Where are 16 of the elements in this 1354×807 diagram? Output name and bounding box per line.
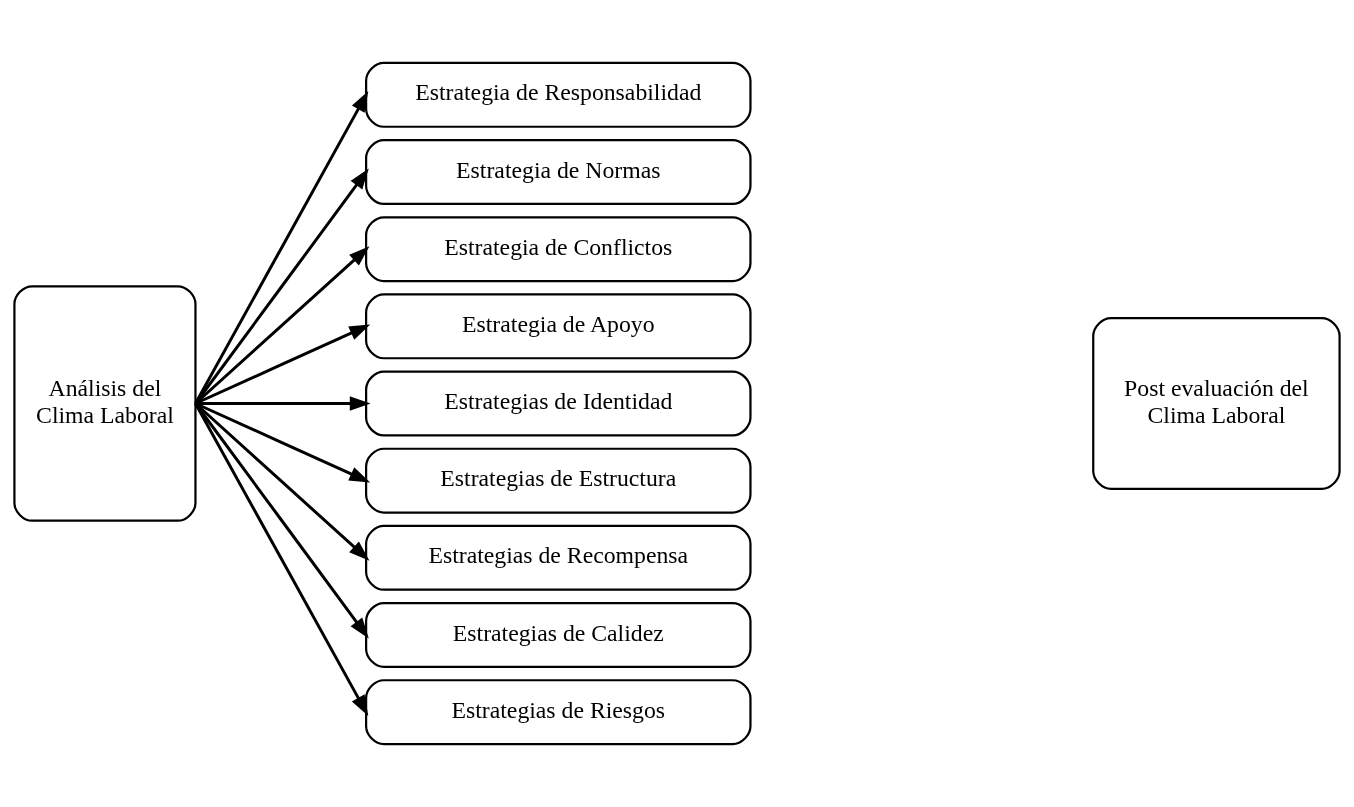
node-box: Post evaluación del Clima Laboral <box>1092 317 1341 490</box>
node-box: Estrategia de Apoyo <box>365 293 752 360</box>
node-box: Estrategias de Identidad <box>365 370 752 437</box>
arrow <box>194 402 369 717</box>
node-box: Estrategias de Recompensa <box>365 524 752 591</box>
node-box: Estrategia de Responsabilidad <box>365 61 752 128</box>
arrow <box>194 90 369 405</box>
arrow <box>194 168 369 405</box>
node-box: Estrategias de Calidez <box>365 601 752 668</box>
node-box: Estrategias de Estructura <box>365 447 752 514</box>
node-box: Estrategias de Riesgos <box>365 679 752 746</box>
node-box: Estrategia de Conflictos <box>365 216 752 283</box>
node-box: Estrategia de Normas <box>365 139 752 206</box>
node-box: Análisis del Clima Laboral <box>13 285 197 522</box>
arrow <box>195 396 371 411</box>
arrow <box>194 402 369 639</box>
